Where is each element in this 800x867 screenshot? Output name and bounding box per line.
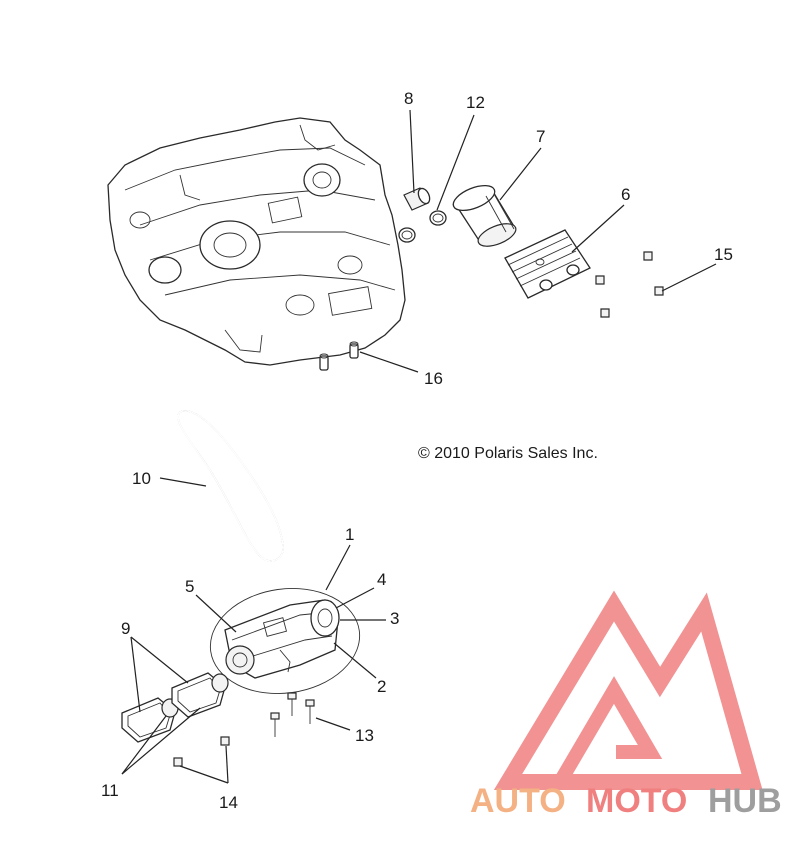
callout-14: 14	[219, 793, 238, 812]
callout-5: 5	[185, 577, 194, 596]
callout-13: 13	[355, 726, 374, 745]
callout-labels: 8 12 7 6 15 16 10 1 4 5 3 9 2 13 11 14	[101, 89, 733, 812]
drive-belt	[177, 410, 284, 562]
watermark-text-hub: HUB	[708, 782, 782, 820]
oil-cooler	[504, 229, 591, 299]
callout-6: 6	[621, 185, 630, 204]
callout-3: 3	[390, 609, 399, 628]
pickup-screens	[121, 672, 229, 743]
leader-lines	[121, 109, 717, 784]
sleeve	[403, 187, 431, 211]
copyright-notice: © 2010 Polaris Sales Inc.	[418, 445, 598, 462]
engine-block	[107, 117, 406, 366]
watermark-text-auto: AUTO	[470, 782, 566, 820]
watermark-text-moto: MOTO	[586, 782, 687, 820]
bolts-15	[595, 251, 664, 318]
callout-15: 15	[714, 245, 733, 264]
callout-9: 9	[121, 619, 130, 638]
callout-7: 7	[536, 127, 545, 146]
bolts-13	[270, 692, 315, 737]
watermark-text: AUTO MOTO HUB	[470, 782, 782, 820]
callout-4: 4	[377, 570, 386, 589]
callout-12: 12	[466, 93, 485, 112]
callout-1: 1	[345, 525, 354, 544]
callout-11: 11	[101, 781, 119, 800]
watermark-logo	[493, 590, 763, 790]
bolts-14	[173, 736, 230, 767]
callout-8: 8	[404, 89, 413, 108]
oil-filter	[452, 184, 517, 247]
callout-10: 10	[132, 469, 151, 488]
callout-2: 2	[377, 677, 386, 696]
callout-16: 16	[424, 369, 443, 388]
dowel-pins	[319, 341, 359, 371]
oil-pump-assembly	[209, 588, 361, 694]
o-rings	[398, 210, 447, 243]
